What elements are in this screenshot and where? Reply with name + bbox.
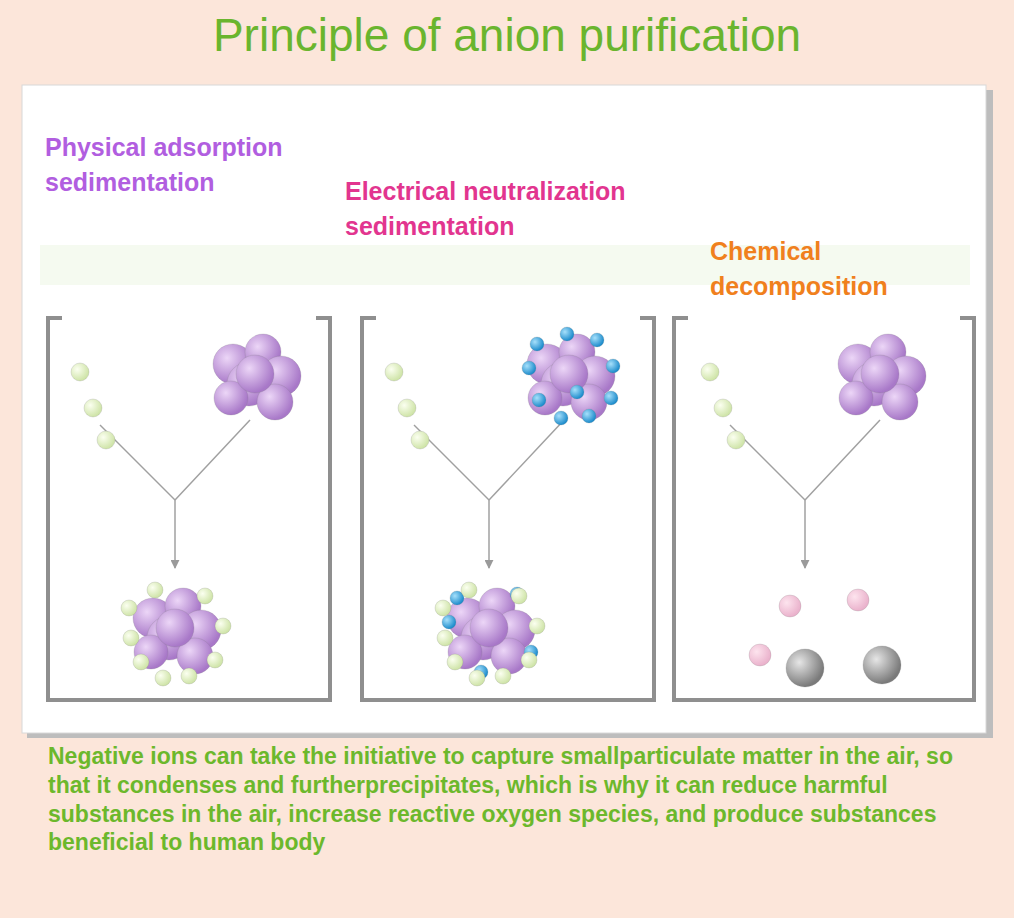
negative-ion: [435, 600, 451, 616]
container: [362, 318, 654, 700]
charge-particle: [532, 393, 546, 407]
panel-heading: Chemical decomposition: [710, 234, 940, 304]
negative-ion: [714, 399, 732, 417]
negative-ion: [385, 363, 403, 381]
negative-ion: [727, 431, 745, 449]
pollutant-particle: [470, 609, 508, 647]
negative-ion: [411, 431, 429, 449]
decomposed-product: [786, 649, 824, 687]
charge-particle: [570, 385, 584, 399]
negative-ion: [461, 582, 477, 598]
negative-ion: [469, 670, 485, 686]
negative-ion: [123, 630, 139, 646]
panel-heading: Physical adsorption sedimentation: [45, 130, 345, 200]
negative-ion: [447, 654, 463, 670]
down-arrow: [488, 500, 490, 568]
container: [48, 318, 330, 700]
negative-ion: [495, 668, 511, 684]
merge-line: [489, 420, 564, 500]
decomposed-product: [749, 644, 771, 666]
negative-ion: [521, 652, 537, 668]
pollutant-particle: [236, 355, 274, 393]
negative-ion: [84, 399, 102, 417]
negative-ion: [121, 600, 137, 616]
charge-particle: [522, 361, 536, 375]
down-arrow: [174, 500, 176, 568]
negative-ion: [147, 582, 163, 598]
negative-ion: [181, 668, 197, 684]
negative-ion: [97, 431, 115, 449]
charge-particle: [604, 391, 618, 405]
charge-particle: [554, 411, 568, 425]
charge-particle: [560, 327, 574, 341]
decomposed-product: [779, 595, 801, 617]
negative-ion: [133, 654, 149, 670]
negative-ion: [529, 618, 545, 634]
caption: Negative ions can take the initiative to…: [48, 742, 998, 857]
charge-particle: [582, 409, 596, 423]
panel: [22, 85, 986, 733]
charge-particle: [606, 359, 620, 373]
negative-ion: [701, 363, 719, 381]
panel-heading: Electrical neutralization sedimentation: [345, 174, 725, 244]
down-arrow: [804, 500, 806, 568]
charge-particle: [530, 337, 544, 351]
container: [674, 318, 974, 700]
merge-line: [805, 420, 880, 500]
negative-ion: [437, 630, 453, 646]
negative-ion: [155, 670, 171, 686]
merge-line: [175, 420, 250, 500]
negative-ion: [398, 399, 416, 417]
negative-ion: [71, 363, 89, 381]
title: Principle of anion purification: [0, 8, 1014, 62]
negative-ion: [215, 618, 231, 634]
decomposed-product: [863, 646, 901, 684]
pollutant-particle: [156, 609, 194, 647]
negative-ion: [511, 588, 527, 604]
pollutant-particle: [861, 355, 899, 393]
charge-particle: [590, 333, 604, 347]
negative-ion: [207, 652, 223, 668]
charge-particle: [442, 615, 456, 629]
decomposed-product: [847, 589, 869, 611]
negative-ion: [197, 588, 213, 604]
